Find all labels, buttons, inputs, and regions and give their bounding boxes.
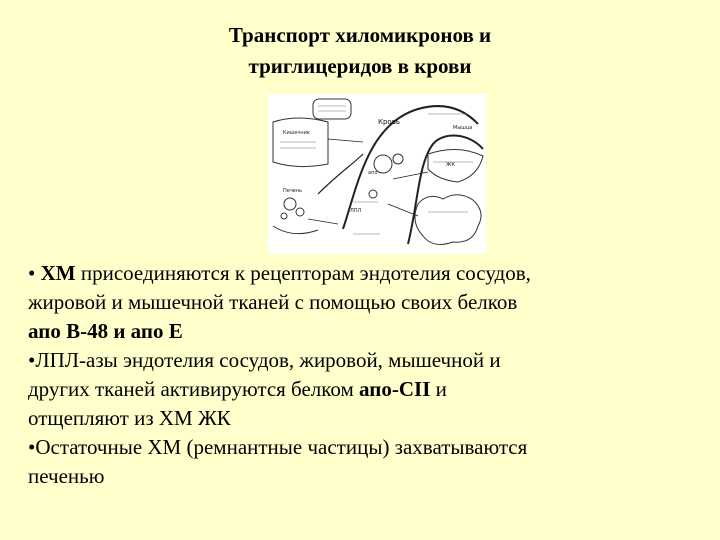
diagram-label-muscle: Мышца <box>453 125 472 131</box>
diagram-label-lpl: ЛПЛ <box>350 208 362 214</box>
vessel-branch <box>317 153 364 195</box>
diagram-label-apo: апо <box>368 170 377 176</box>
diagram-label-liver: Печень <box>283 188 302 194</box>
bullet-3-text: Остаточные ХМ (ремнантные частицы) захва… <box>35 435 528 459</box>
diagram-text-lines <box>280 105 473 235</box>
diagram-label-intestine: Кишечник <box>283 130 310 136</box>
muscle-cell <box>427 149 484 183</box>
bullet-1-line-3: апо В-48 и апо Е <box>28 317 712 346</box>
diagram-label-blood: Кровь <box>378 118 400 126</box>
intestine-block <box>272 117 329 168</box>
bullet-1-bold-term: ХМ <box>40 261 76 285</box>
diagram-label-fa: ЖК <box>446 162 455 168</box>
bullet-2-text: и <box>430 377 447 401</box>
arrow <box>327 138 364 143</box>
liver-outline <box>272 225 319 235</box>
liver-particle <box>295 207 305 217</box>
bullet-2-bold-apo: апо-СII <box>359 377 431 401</box>
bullet-marker: • <box>28 348 36 372</box>
bullet-3-line-2: печенью <box>28 464 105 488</box>
chylomicron-particle <box>373 154 393 174</box>
slide-title: Транспорт хиломикронов и триглицеридов в… <box>0 20 720 82</box>
bullet-1-bold-apo: апо В-48 и апо Е <box>28 319 183 343</box>
bullet-2-line-1: •ЛПЛ-азы эндотелия сосудов, жировой, мыш… <box>28 346 712 375</box>
liver-particle <box>280 212 288 220</box>
chylomicron-particle <box>392 153 404 165</box>
bullet-1-line-1: • ХМ присоединяются к рецепторам эндотел… <box>28 259 712 288</box>
arrow <box>307 218 339 225</box>
bullet-2-text: других тканей активируются белком <box>28 377 360 401</box>
diagram-drawing: Кровь Кишечник Печень ЖК Мышца ЛПЛ апо <box>272 98 484 245</box>
arrow <box>392 171 429 180</box>
bullet-marker: • <box>28 435 36 459</box>
slide-title-line-1: Транспорт хиломикронов и <box>228 23 492 47</box>
bullet-2-text: ЛПЛ-азы эндотелия сосудов, жировой, мыше… <box>35 348 501 372</box>
bullet-2-line-2: других тканей активируются белком апо-СI… <box>28 375 712 404</box>
bullet-3-line-1: •Остаточные ХМ (ремнантные частицы) захв… <box>28 433 712 462</box>
chylomicron-transport-diagram: Кровь Кишечник Печень ЖК Мышца ЛПЛ апо <box>268 94 486 254</box>
vessel-wall-curve <box>342 105 479 230</box>
chylomicron-particle <box>368 189 378 199</box>
bullet-list: • ХМ присоединяются к рецепторам эндотел… <box>28 259 712 491</box>
bullet-1-text: присоединяются к рецепторам эндотелия со… <box>75 261 531 285</box>
vessel-wall-curve-inner <box>407 134 484 245</box>
liver-particle <box>283 197 297 211</box>
bullet-2-line-3: отщепляют из ХМ ЖК <box>28 406 231 430</box>
top-box <box>312 98 352 120</box>
bullet-marker: • <box>28 261 41 285</box>
arrow <box>387 203 419 217</box>
bullet-1-line-2: жировой и мышечной тканей с помощью свои… <box>28 290 518 314</box>
slide-title-line-2: триглицеридов в крови <box>248 54 472 78</box>
adipose-tissue <box>414 194 482 245</box>
